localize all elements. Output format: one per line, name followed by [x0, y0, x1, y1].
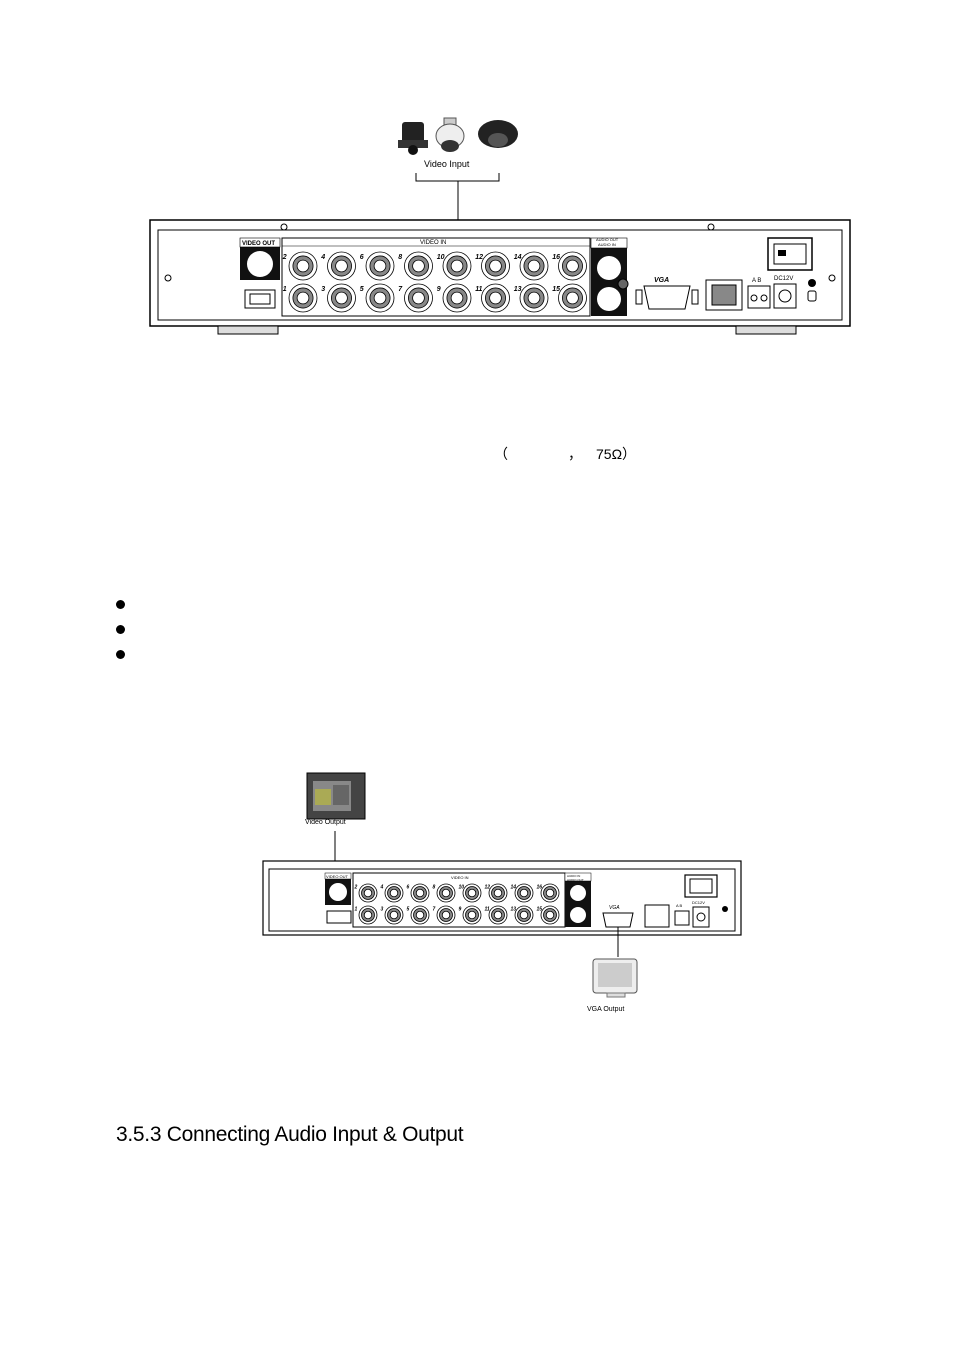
bnc-connector	[296, 259, 310, 273]
channel-number: 10	[459, 885, 465, 891]
channel-number: 3	[381, 907, 384, 913]
bnc-connector	[415, 888, 425, 898]
bullet-dot	[116, 650, 125, 659]
audio-in-label: AUDIO IN	[567, 874, 580, 878]
bnc-connector	[450, 291, 464, 305]
ab-label: A B	[676, 903, 683, 908]
crt-monitor-icon	[306, 772, 366, 820]
audio-out-label: AUDIO OUT	[567, 878, 584, 882]
video-input-diagram: Video Input	[149, 117, 851, 335]
video-in-label: VIDEO IN	[420, 240, 446, 246]
camera-icons	[398, 117, 518, 155]
channel-number: 12	[485, 885, 491, 891]
video-out-label: VIDEO OUT	[326, 874, 349, 879]
bnc-connector	[489, 291, 502, 305]
vga-output-caption: VGA Output	[587, 1006, 624, 1013]
bnc-connector	[441, 888, 451, 898]
video-in-label: VIDEO IN	[451, 875, 469, 880]
channel-number: 16	[552, 254, 560, 261]
impedance-value: 75Ω	[596, 446, 623, 462]
bnc-connector	[493, 888, 503, 898]
channel-number: 4	[320, 254, 325, 261]
bnc-connector	[415, 910, 425, 920]
channel-number: 9	[459, 907, 462, 913]
channel-number: 3	[321, 286, 325, 293]
channel-number: 8	[433, 885, 436, 891]
dc-label: DC12V	[774, 276, 793, 282]
video-input-caption: Video Input	[424, 159, 470, 169]
audio-in-label: AUDIO IN	[598, 242, 616, 247]
open-paren: （	[494, 446, 508, 462]
bnc-connector	[412, 291, 425, 305]
channel-number: 12	[475, 254, 483, 261]
bnc-connector	[412, 259, 425, 273]
bnc-connector	[545, 910, 555, 920]
bnc-connector	[441, 910, 451, 920]
channel-number: 14	[514, 254, 522, 261]
channel-number: 6	[407, 885, 410, 891]
bnc-connector	[566, 291, 579, 305]
channel-number: 4	[380, 885, 384, 891]
bullet-dot	[116, 625, 125, 634]
vga-label: VGA	[654, 277, 669, 284]
channel-number: 7	[433, 907, 436, 913]
channel-number: 13	[514, 286, 522, 293]
section-heading: 3.5.3 Connecting Audio Input & Output	[116, 1123, 464, 1147]
spec-line: （ ， 75Ω）	[494, 444, 636, 464]
video-out-label: VIDEO OUT	[242, 241, 275, 247]
bnc-connector	[467, 888, 477, 898]
channel-number: 2	[354, 885, 358, 891]
channel-number: 13	[511, 907, 517, 913]
channel-number: 10	[437, 254, 445, 261]
channel-number: 5	[360, 286, 364, 293]
channel-number: 14	[511, 885, 517, 891]
channel-number: 7	[398, 286, 403, 293]
bnc-connector	[527, 259, 541, 273]
bnc-connector	[545, 888, 555, 898]
vga-label: VGA	[609, 905, 620, 911]
channel-number: 8	[398, 254, 402, 261]
bullet-dot	[116, 600, 125, 609]
channel-number: 1	[355, 907, 358, 913]
channel-number: 15	[537, 907, 543, 913]
bnc-connector	[389, 910, 399, 920]
figure-video-input: Video Input	[140, 110, 860, 350]
bnc-connector	[363, 888, 373, 898]
bnc-connector	[296, 291, 310, 305]
channel-number: 6	[360, 254, 364, 261]
bnc-connector	[467, 910, 477, 920]
bnc-connector	[519, 888, 529, 898]
vga-monitor-icon	[592, 958, 638, 998]
channel-number: 11	[475, 286, 482, 293]
bnc-connector	[373, 259, 387, 273]
channel-number: 1	[283, 286, 287, 293]
channel-number: 16	[537, 885, 543, 891]
bnc-connector	[335, 259, 348, 273]
comma: ，	[568, 446, 582, 462]
ab-label: A B	[752, 278, 761, 284]
channel-number: 5	[407, 907, 410, 913]
channel-number: 11	[485, 907, 490, 913]
audio-out-label: AUDIO OUT	[596, 237, 619, 242]
channel-number: 15	[552, 286, 560, 293]
dc-label: DC12V	[692, 900, 705, 905]
bnc-connector	[489, 259, 502, 273]
bnc-connector	[450, 259, 464, 273]
bnc-connector	[527, 291, 541, 305]
video-output-caption: Video Output	[305, 819, 346, 826]
bnc-connector	[519, 910, 529, 920]
bnc-connector	[363, 910, 373, 920]
channel-number: 9	[437, 286, 441, 293]
close-paren: ）	[622, 446, 637, 462]
bnc-connector	[389, 888, 399, 898]
bnc-connector	[373, 291, 387, 305]
bnc-connector	[566, 259, 579, 273]
bnc-connector	[335, 291, 348, 305]
bnc-connector	[493, 910, 503, 920]
channel-number: 2	[282, 254, 287, 261]
